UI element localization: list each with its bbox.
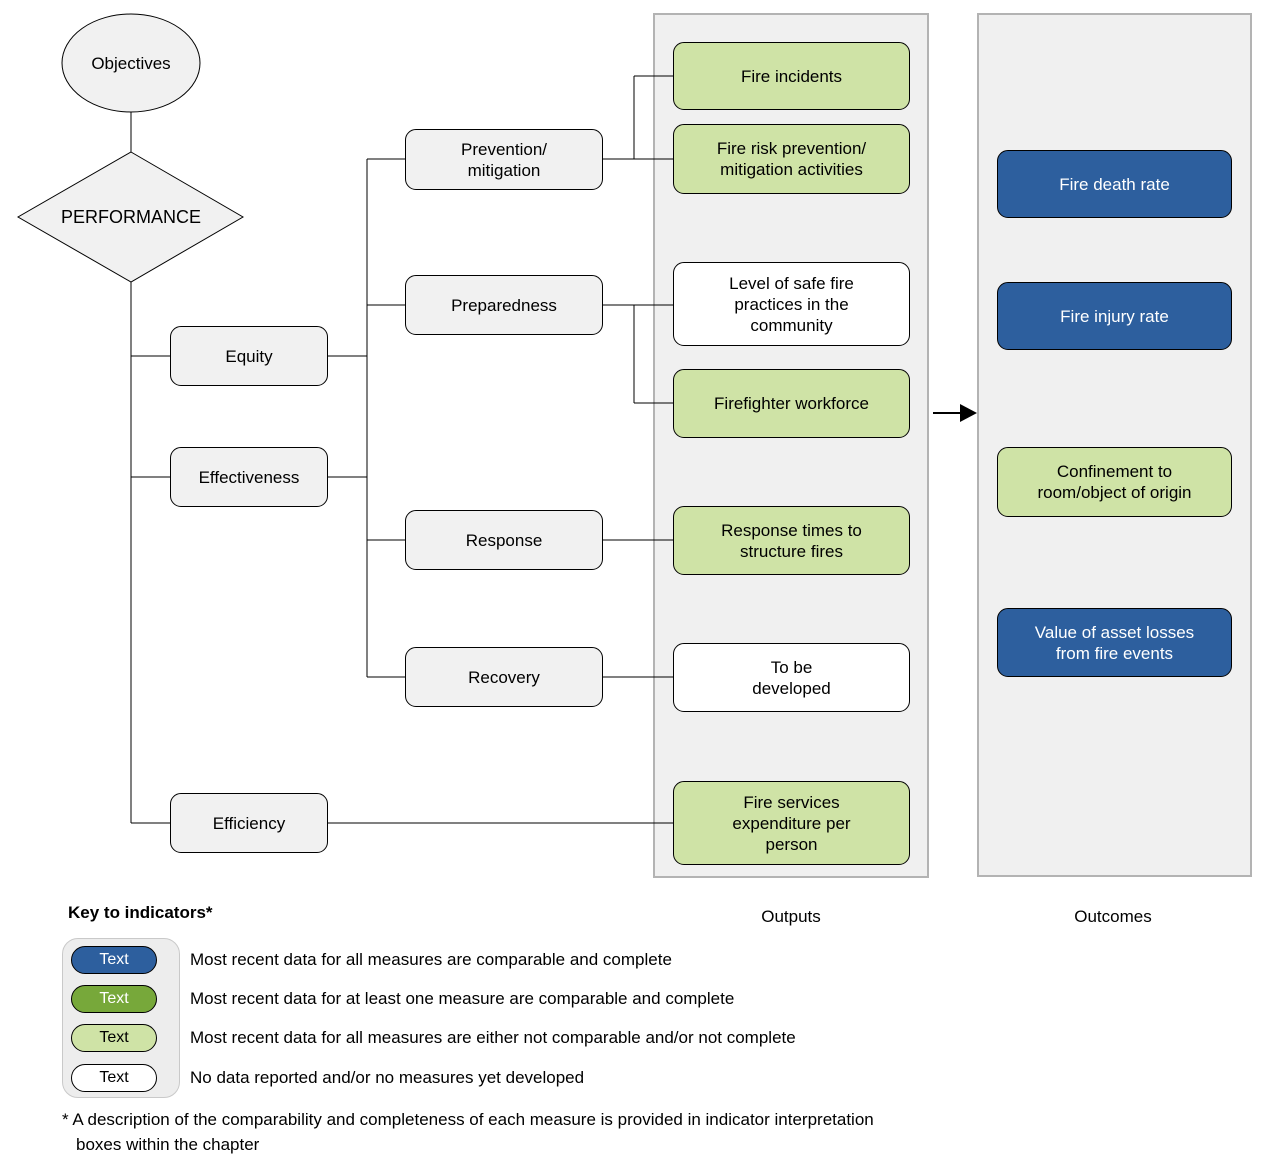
criterion-box-efficiency: Efficiency xyxy=(170,793,328,853)
key-swatch-green-light: Text xyxy=(71,1024,157,1052)
stream-box-response: Response xyxy=(405,510,603,570)
key-description-green-dark: Most recent data for at least one measur… xyxy=(190,989,735,1008)
criterion-box-equity: Equity xyxy=(170,326,328,386)
objectives-label: Objectives xyxy=(91,53,171,73)
outputs-to-outcomes-arrow xyxy=(933,404,977,422)
output-box-response-times: Response times to structure fires xyxy=(673,506,910,575)
key-swatch-white: Text xyxy=(71,1064,157,1092)
output-box-to-be-developed: To be developed xyxy=(673,643,910,712)
outcome-box-fire-death-rate: Fire death rate xyxy=(997,150,1232,218)
key-swatch-blue: Text xyxy=(71,946,157,974)
key-heading: Key to indicators* xyxy=(68,903,213,922)
stream-box-recovery: Recovery xyxy=(405,647,603,707)
outcome-box-fire-injury-rate: Fire injury rate xyxy=(997,282,1232,350)
output-box-safe-fire-practices: Level of safe fire practices in the comm… xyxy=(673,262,910,346)
output-box-fire-risk-prevention: Fire risk prevention/ mitigation activit… xyxy=(673,124,910,194)
performance-label: PERFORMANCE xyxy=(60,206,201,227)
outcome-box-asset-losses: Value of asset losses from fire events xyxy=(997,608,1232,677)
footnote-line-1: * A description of the comparability and… xyxy=(62,1110,874,1129)
stream-box-preparedness: Preparedness xyxy=(405,275,603,335)
outcomes-heading: Outcomes xyxy=(1074,907,1152,926)
key-description-blue: Most recent data for all measures are co… xyxy=(190,950,672,969)
outcome-box-confinement: Confinement to room/object of origin xyxy=(997,447,1232,517)
criterion-box-effectiveness: Effectiveness xyxy=(170,447,328,507)
objectives-ellipse xyxy=(61,13,201,113)
key-description-white: No data reported and/or no measures yet … xyxy=(190,1068,585,1087)
footnote-line-2: boxes within the chapter xyxy=(76,1135,260,1154)
stream-box-prevention-mitigation: Prevention/ mitigation xyxy=(405,129,603,190)
output-box-fire-incidents: Fire incidents xyxy=(673,42,910,110)
key-swatch-green-dark: Text xyxy=(71,985,157,1013)
connector-lines xyxy=(130,75,673,824)
key-description-green-light: Most recent data for all measures are ei… xyxy=(190,1028,796,1047)
output-box-fire-services-expenditure: Fire services expenditure per person xyxy=(673,781,910,865)
output-box-firefighter-workforce: Firefighter workforce xyxy=(673,369,910,438)
performance-diamond xyxy=(16,151,244,283)
outputs-heading: Outputs xyxy=(761,907,821,926)
